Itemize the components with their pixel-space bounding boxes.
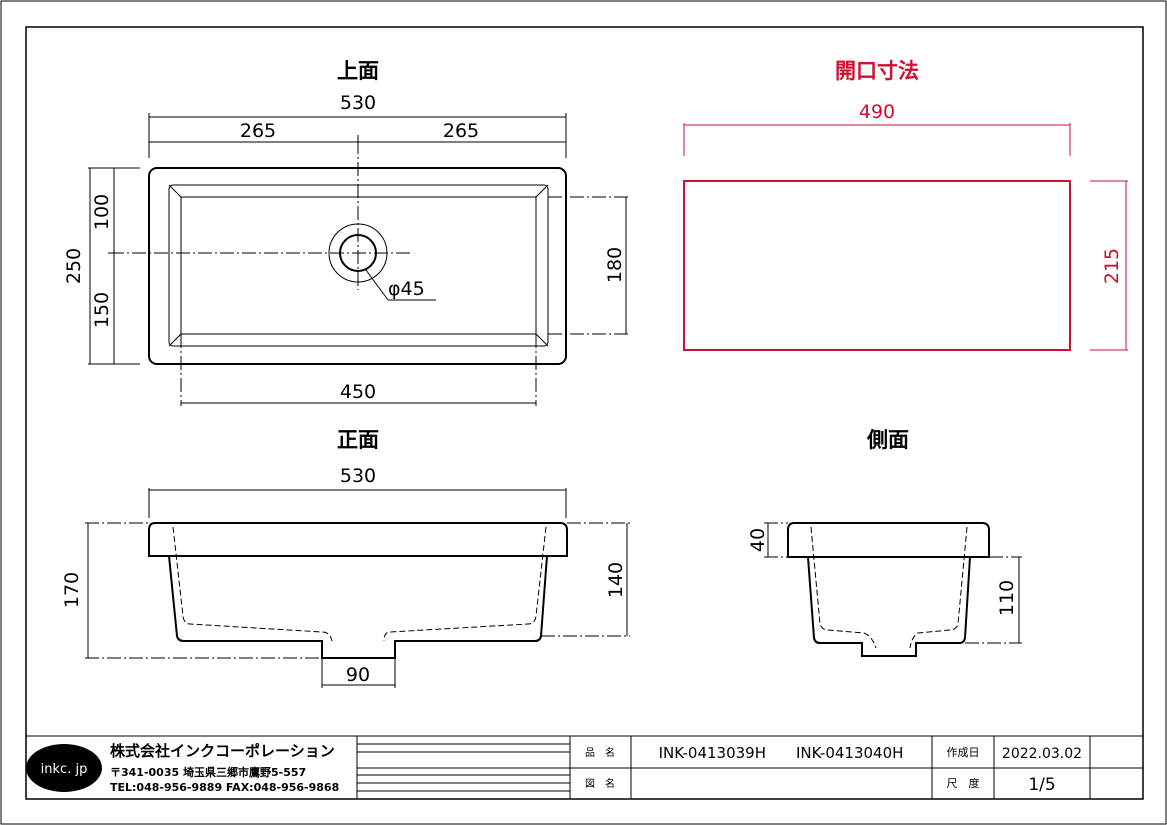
side-view: 側面 40 110	[747, 428, 1022, 657]
opening-title: 開口寸法	[835, 59, 919, 83]
company-name: 株式会社インクコーポレーション	[110, 742, 335, 760]
dim-front-total-height: 170	[61, 572, 83, 608]
company-address: 〒341-0035 埼玉県三郷市鷹野5-557	[110, 765, 306, 779]
scale-value: 1/5	[1028, 775, 1055, 795]
dim-side-rim: 40	[747, 528, 769, 552]
dim-inner-depth: 180	[604, 247, 626, 283]
company-logo	[26, 744, 102, 792]
dim-half-right: 265	[443, 120, 479, 142]
dim-half-left: 265	[240, 120, 276, 142]
scale-label: 尺 度	[947, 776, 980, 790]
date-label: 作成日	[947, 746, 980, 759]
dim-height-upper: 100	[91, 194, 113, 230]
front-view-title: 正面	[337, 428, 379, 452]
logo-text: inkc. jp	[41, 762, 88, 777]
top-view-title: 上面	[337, 59, 379, 83]
drawing-frame	[25, 26, 1144, 800]
title-block: inkc. jp 株式会社インクコーポレーション 〒341-0035 埼玉県三郷…	[26, 735, 1143, 799]
opening-view: 開口寸法 490 215	[683, 59, 1128, 351]
dim-front-width: 530	[340, 465, 376, 487]
side-rim	[787, 522, 990, 558]
front-view: 正面 530 170 140 90	[61, 428, 630, 688]
side-bowl	[807, 556, 971, 657]
dim-inner-width: 450	[340, 381, 376, 403]
dim-overall-width: 530	[340, 92, 376, 114]
drawing-label: 図 名	[585, 777, 615, 790]
date-value: 2022.03.02	[1002, 746, 1082, 762]
opening-rect	[683, 180, 1071, 351]
dim-height-lower: 150	[91, 292, 113, 328]
dim-drain: φ45	[388, 278, 425, 300]
dim-height-total: 250	[63, 248, 85, 284]
front-rim	[148, 522, 568, 557]
dim-front-bowl-height: 140	[605, 562, 627, 598]
dim-drain-width: 90	[346, 664, 370, 686]
dim-opening-height: 215	[1101, 248, 1123, 284]
product-label: 品 名	[585, 746, 615, 759]
dim-side-bowl: 110	[996, 580, 1018, 616]
product-name: INK-0413039H INK-0413040H	[659, 744, 904, 762]
front-bowl	[168, 555, 548, 659]
company-phone: TEL:048-956-9889 FAX:048-956-9868	[110, 781, 339, 794]
drain-inner	[339, 234, 377, 272]
top-view: 上面 530 265 265 φ45 250	[63, 59, 630, 406]
dim-opening-width: 490	[859, 101, 895, 123]
drain-outer	[328, 223, 388, 283]
side-view-title: 側面	[866, 428, 909, 452]
